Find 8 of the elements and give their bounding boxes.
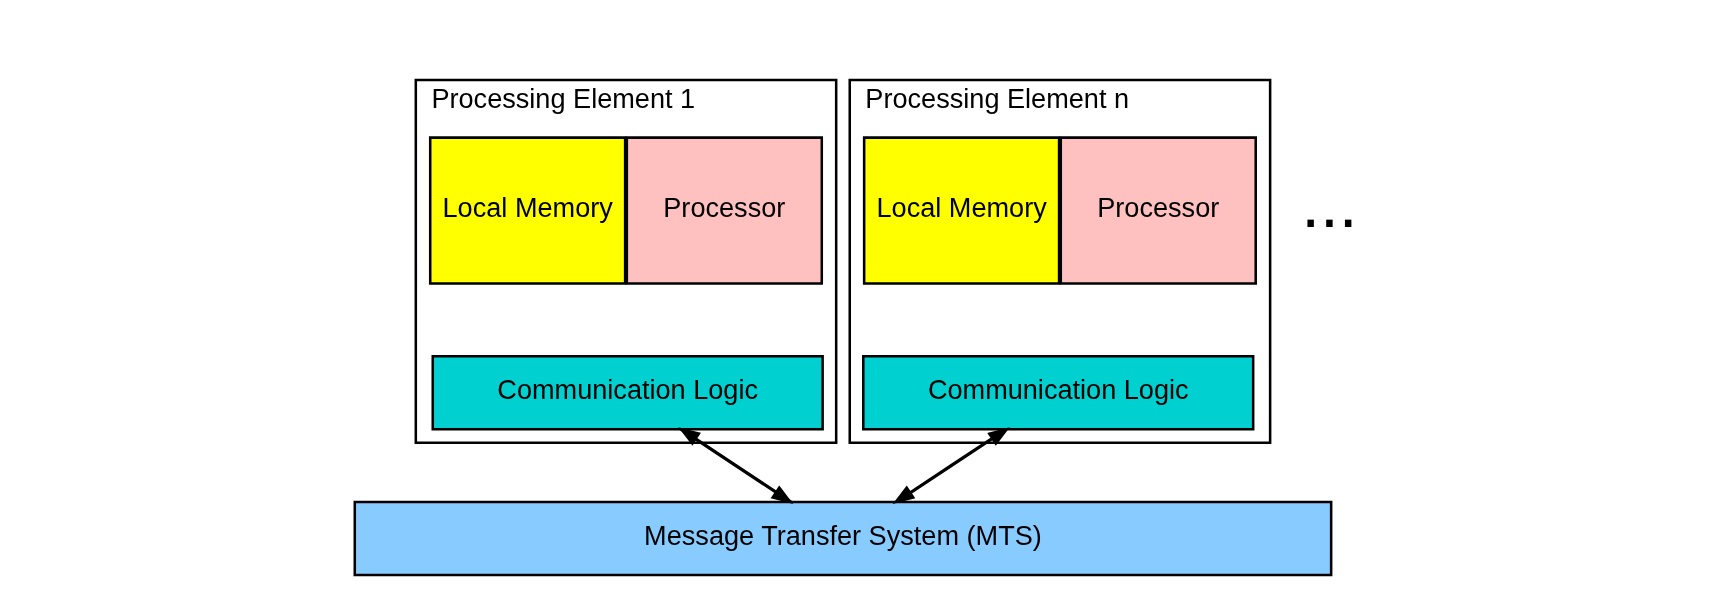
label: ... [1301,166,1358,242]
node-box: Message Transfer System (MTS) [353,500,1333,577]
node-box: Processor [1059,136,1257,285]
node-box: Processor [625,136,824,285]
node-box: Communication Logic [862,355,1255,431]
node-box: Communication Logic [431,355,824,431]
node-box: Local Memory [428,136,627,285]
node-box: Local Memory [862,136,1061,285]
